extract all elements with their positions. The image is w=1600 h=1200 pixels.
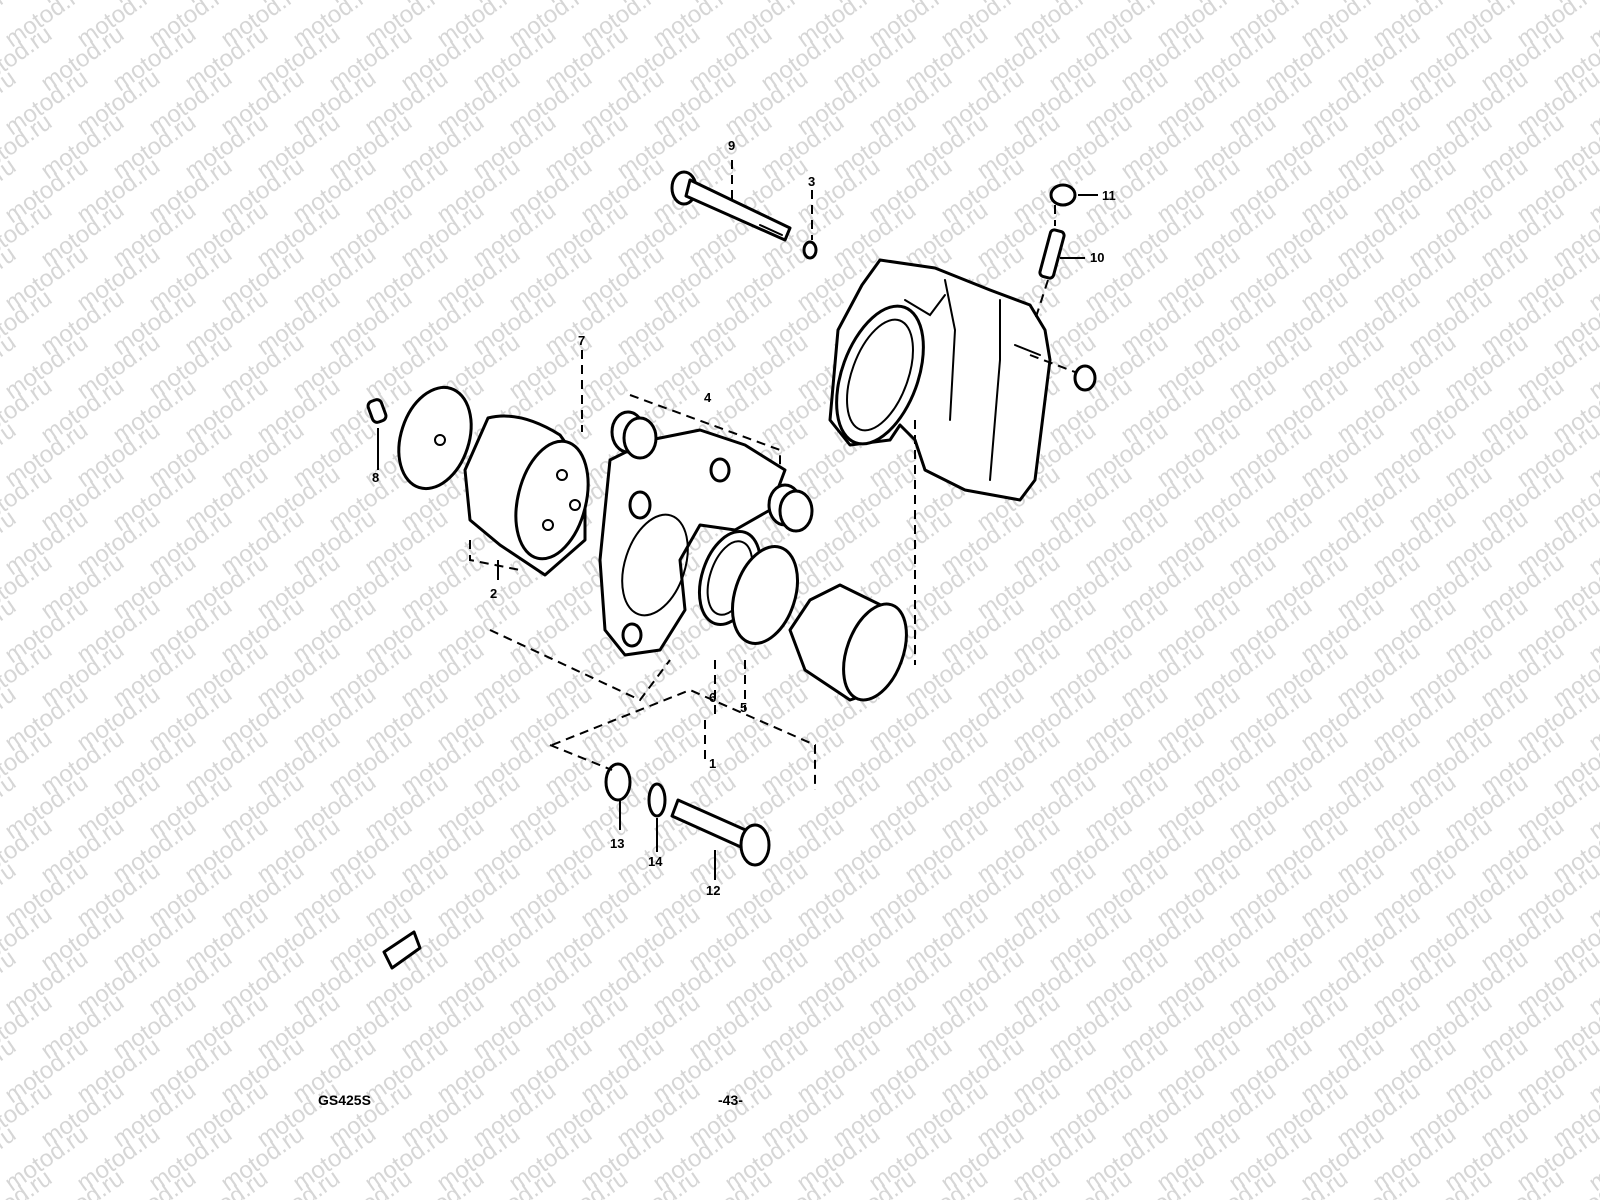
callout-14: 14 [648,854,663,869]
diagram-code: GS425S [318,1092,371,1108]
pin-clip [802,240,818,260]
callout-5: 5 [740,700,747,715]
callout-7: 7 [578,333,585,348]
callout-11: 11 [1102,188,1116,203]
callout-12: 12 [706,883,720,898]
mounting-lockwasher [647,782,667,818]
callout-10: 10 [1090,250,1104,265]
callout-9: 9 [728,138,735,153]
caliper-piston [788,583,908,702]
callout-8: 8 [372,470,379,485]
callout-1: 1 [709,756,716,771]
callout-3: 3 [808,174,815,189]
callout-13: 13 [610,836,624,851]
page-number: -43- [718,1092,743,1108]
callout-4: 4 [704,390,712,405]
callout-6: 6 [709,690,716,705]
callout-2: 2 [490,586,497,601]
